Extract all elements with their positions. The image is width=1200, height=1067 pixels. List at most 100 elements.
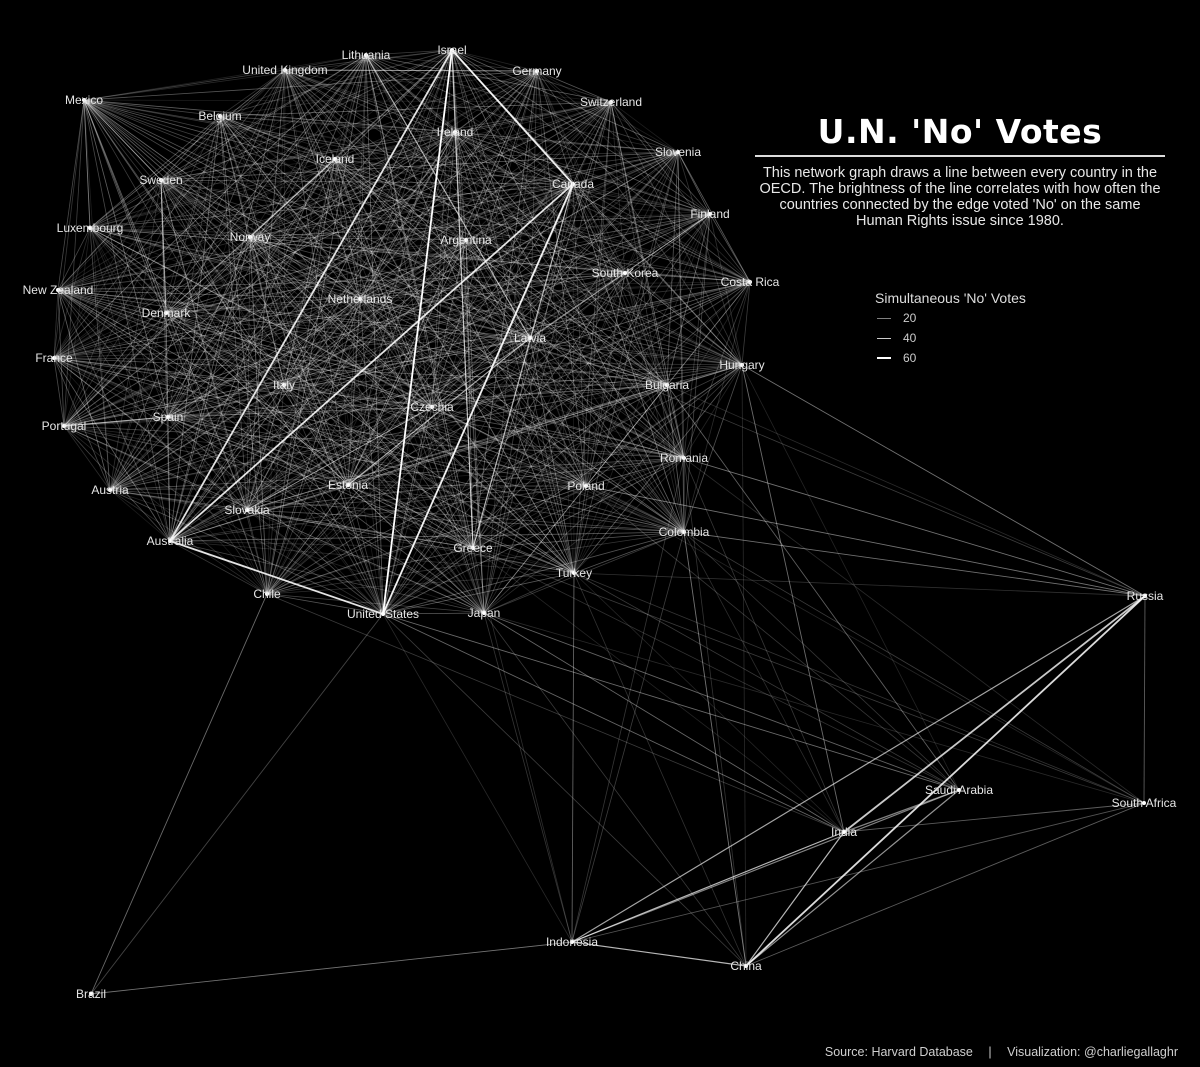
- edge-strong: [284, 69, 538, 72]
- edge: [89, 227, 111, 491]
- edge: [249, 236, 751, 283]
- edge: [347, 484, 485, 614]
- edge: [347, 484, 587, 487]
- edge: [683, 364, 743, 533]
- edge: [365, 54, 743, 366]
- edge-strong: [382, 49, 453, 615]
- edge: [610, 101, 668, 386]
- edge: [57, 213, 711, 291]
- edge: [89, 227, 485, 614]
- edge: [283, 384, 587, 487]
- edge: [83, 99, 685, 459]
- edge: [83, 99, 171, 542]
- edge-strong: [365, 54, 531, 339]
- edge: [536, 70, 587, 487]
- edge: [284, 54, 367, 71]
- edge: [573, 213, 711, 574]
- edge: [165, 312, 171, 542]
- edge: [57, 158, 336, 291]
- node-point: [245, 508, 249, 512]
- edge: [83, 99, 531, 339]
- node-point: [676, 150, 680, 154]
- edge: [109, 337, 531, 491]
- edge: [57, 289, 685, 459]
- edge: [431, 101, 612, 408]
- edge: [169, 281, 751, 542]
- edge: [359, 213, 711, 300]
- edge: [465, 239, 668, 386]
- legend-title: Simultaneous 'No' Votes: [875, 290, 1026, 306]
- node-label: Slovakia: [224, 503, 270, 517]
- edge: [572, 183, 626, 274]
- edge: [585, 485, 685, 533]
- edge: [63, 425, 384, 615]
- edge: [347, 49, 453, 486]
- node-point: [571, 182, 575, 186]
- edge: [359, 298, 575, 574]
- edge: [284, 69, 587, 487]
- edge: [451, 49, 679, 153]
- edge: [624, 272, 685, 459]
- edge: [53, 357, 433, 408]
- node-label: Czechia: [410, 400, 454, 414]
- node-point: [572, 571, 576, 575]
- edge: [219, 115, 743, 366]
- edge: [83, 99, 221, 117]
- node-label: Netherlands: [328, 292, 393, 306]
- edge: [284, 69, 361, 300]
- edge: [382, 272, 626, 615]
- edge: [382, 131, 456, 615]
- edge: [219, 49, 453, 117]
- edge: [57, 101, 612, 291]
- edge-strong: [745, 789, 960, 967]
- edge: [219, 101, 612, 117]
- edge: [451, 49, 685, 533]
- edge: [83, 99, 167, 314]
- edge: [365, 54, 467, 241]
- edge: [246, 272, 626, 511]
- edge: [334, 158, 574, 185]
- edge: [382, 572, 575, 615]
- edge: [109, 239, 467, 491]
- edge: [169, 540, 474, 549]
- edge: [610, 101, 685, 533]
- edge: [63, 179, 162, 427]
- node-point: [364, 53, 368, 57]
- edge: [483, 612, 1145, 804]
- edge: [169, 69, 286, 542]
- edge: [53, 131, 456, 359]
- edge: [53, 357, 285, 386]
- edge: [246, 364, 743, 511]
- edge: [283, 49, 453, 386]
- edge-strong: [1143, 595, 1146, 804]
- edge: [83, 99, 612, 103]
- edge: [284, 69, 711, 215]
- legend-item-60: 60: [875, 348, 1026, 368]
- edge: [365, 54, 574, 185]
- edge: [683, 281, 751, 459]
- edge: [53, 183, 574, 359]
- node-point: [381, 612, 385, 616]
- edge: [359, 239, 467, 300]
- edge: [83, 99, 91, 229]
- edge: [249, 69, 286, 238]
- edge: [472, 531, 685, 549]
- edge: [283, 337, 531, 386]
- edge: [249, 236, 485, 614]
- edge: [465, 239, 485, 614]
- node-point: [282, 383, 286, 387]
- edge: [53, 289, 59, 359]
- edge: [472, 547, 575, 574]
- edge: [683, 457, 845, 833]
- edge: [536, 70, 685, 533]
- edge: [249, 236, 467, 241]
- edge: [57, 289, 349, 486]
- edge: [63, 69, 286, 427]
- edge: [83, 99, 361, 300]
- node-point: [744, 964, 748, 968]
- edge: [169, 337, 531, 542]
- edge: [585, 485, 1146, 597]
- edge: [53, 312, 167, 359]
- edge: [249, 151, 679, 238]
- edge: [451, 49, 711, 215]
